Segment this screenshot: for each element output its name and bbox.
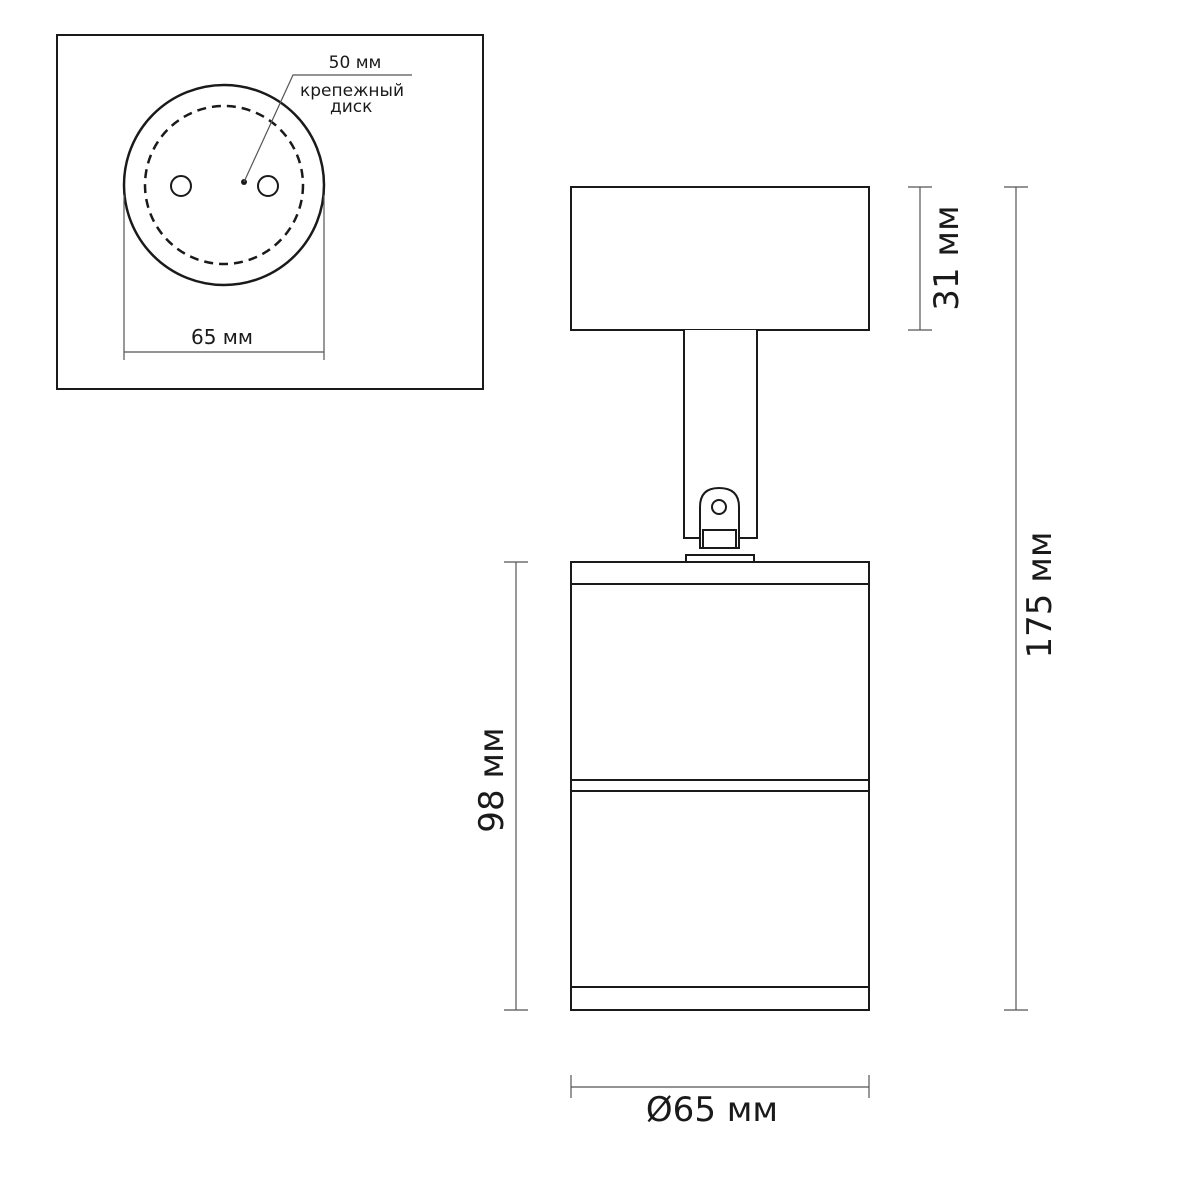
diameter-label: Ø65 мм — [646, 1090, 778, 1130]
ceiling-base — [570, 186, 870, 331]
hinge-pin — [711, 499, 727, 515]
screw-hole-left — [170, 175, 192, 197]
side-view — [570, 186, 870, 1011]
dim-total-height: 175 мм — [1004, 186, 1060, 1011]
top-view-inset: 50 мм крепежный диск 65 мм — [56, 34, 484, 390]
body-height-label: 98 мм — [472, 727, 512, 832]
body-top-plate — [685, 554, 755, 563]
lamp-body — [570, 561, 870, 1011]
callout-line-1: крепежный — [300, 81, 404, 101]
dim-base-height: 31 мм — [908, 186, 967, 331]
mount-outer-circle — [122, 83, 326, 287]
width-label: 65 мм — [191, 325, 253, 349]
dim-body-height: 98 мм — [472, 561, 528, 1011]
dim-diameter: Ø65 мм — [570, 1075, 870, 1130]
total-height-label: 175 мм — [1020, 531, 1060, 658]
screw-hole-right — [257, 175, 279, 197]
inset-frame — [56, 34, 484, 390]
callout-line-2: диск — [330, 97, 372, 117]
mounting-disk-dashed — [143, 104, 305, 266]
hinge-plate — [702, 529, 737, 549]
callout-diameter: 50 мм — [329, 53, 382, 73]
callout-leader — [243, 74, 412, 183]
base-height-label: 31 мм — [927, 205, 967, 310]
